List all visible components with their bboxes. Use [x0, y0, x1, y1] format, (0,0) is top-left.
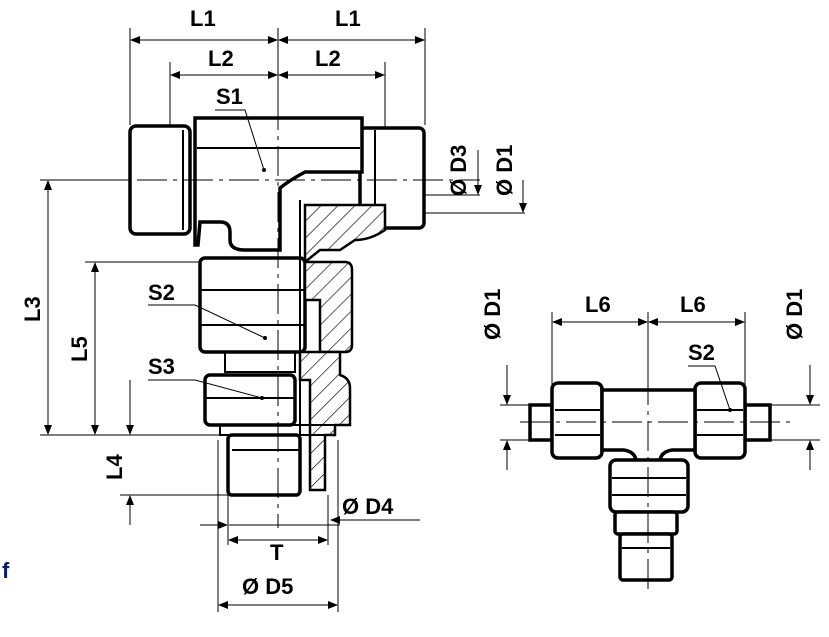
stud-end [226, 433, 302, 497]
stud-section [298, 350, 352, 492]
fitting-body [128, 116, 426, 497]
label-l5: L5 [67, 336, 92, 362]
s3-leader [148, 379, 263, 399]
label-d1-left: Ø D1 [480, 289, 505, 340]
label-d3: Ø D3 [446, 145, 471, 196]
label-l1-right: L1 [335, 6, 361, 31]
label-s3: S3 [148, 354, 175, 379]
body-section [303, 203, 387, 265]
left-nut [550, 381, 604, 460]
right-nut [693, 381, 747, 460]
bottom-stud [618, 532, 674, 582]
label-l6-right: L6 [680, 292, 706, 317]
main-fitting-view: L1 L1 L2 L2 S1 Ø D3 Ø D1 L3 L5 S2 S3 L4 … [20, 6, 527, 612]
label-d1-right: Ø D1 [782, 289, 807, 340]
label-s2: S2 [148, 280, 175, 305]
label-d4: Ø D4 [342, 494, 394, 519]
label-l3: L3 [20, 296, 45, 322]
label-l2-left: L2 [208, 46, 234, 71]
s2-nut [198, 256, 307, 354]
label-d1: Ø D1 [492, 145, 517, 196]
bottom-nut [608, 458, 690, 514]
label-d5: Ø D5 [242, 574, 293, 599]
s2-leader [148, 304, 266, 339]
label-s1: S1 [216, 84, 243, 109]
s2-nut-section [303, 260, 354, 354]
corner-text: f [2, 558, 10, 583]
label-t: T [270, 540, 284, 565]
label-s2-small: S2 [688, 340, 715, 365]
s1-leader [215, 109, 265, 171]
label-l6-left: L6 [585, 292, 611, 317]
dimension-lines [44, 36, 527, 609]
label-l1-left: L1 [190, 6, 216, 31]
label-l2-right: L2 [315, 46, 341, 71]
label-l4: L4 [102, 454, 127, 480]
s3-nut [203, 373, 297, 427]
small-tee-view: Ø D1 Ø D1 L6 L6 S2 [480, 289, 820, 590]
